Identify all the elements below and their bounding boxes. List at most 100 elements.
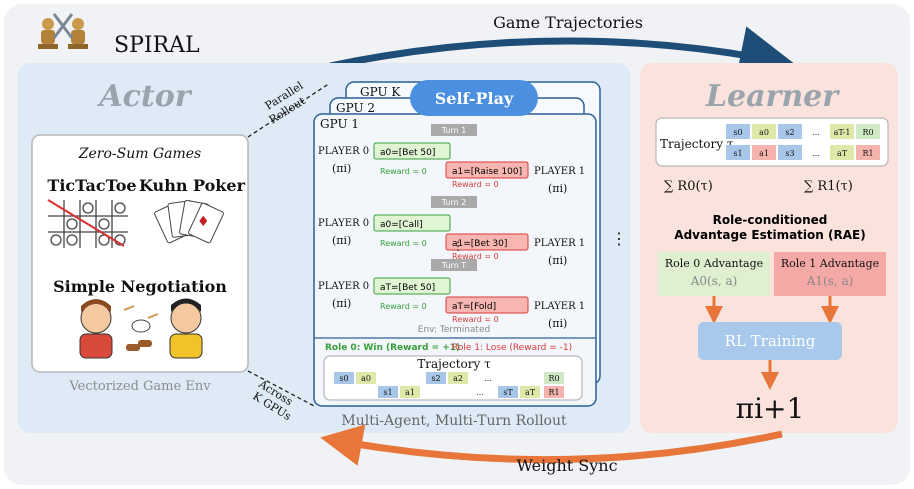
learner-trajectory-label: Trajectory τ (660, 137, 734, 151)
role0-outcome: Role 0: Win (Reward = +1) (325, 343, 460, 353)
player1-action-box (445, 296, 529, 314)
player0-label: PLAYER 0 (318, 218, 369, 229)
rae-line2: Advantage Estimation (RAE) (674, 228, 865, 242)
role1-advantage-expr: A1(s, a) (806, 274, 854, 288)
learner-cell-text: aT (837, 149, 848, 158)
player0-label: PLAYER 0 (318, 281, 369, 292)
player0-reward: Reward = 0 (380, 302, 427, 311)
learner-title: Learner (705, 79, 840, 114)
traj-cell (448, 372, 468, 384)
gpu-2-label: GPU 2 (336, 101, 375, 115)
actor-trajectory-label: Trajectory τ (417, 357, 491, 371)
player1-policy: (πi) (548, 182, 567, 195)
player0-action-box (373, 142, 451, 160)
player1-action-box (445, 161, 529, 179)
player0-action: a0=[Call] (380, 220, 423, 230)
player0-action-box (373, 214, 451, 232)
negotiation-people-icon (79, 298, 203, 359)
player1-reward: Reward = 0 (452, 180, 499, 189)
traj-cell-text: a0 (361, 374, 371, 383)
player0-action-box (373, 277, 451, 295)
player1-reward: Reward = 0 (452, 252, 499, 261)
role1-advantage-box (774, 252, 886, 296)
game-env-panel (31, 134, 249, 373)
turn-ellipsis: ⋮ (452, 239, 464, 253)
turn-2: Turn 2 PLAYER 0 (πi) a0=[Call] Reward = 0 a1=… (318, 196, 585, 267)
traj-cell (378, 386, 398, 398)
env-terminated: Env: Terminated (418, 325, 490, 335)
game-tictactoe: TicTacToe (47, 176, 136, 195)
player0-action: aT=[Bet 50] (380, 283, 435, 293)
role1-advantage-label: Role 1 Advantage (781, 257, 879, 270)
actor-title: Actor (96, 79, 192, 114)
bottom-arrow-label: Weight Sync (516, 456, 617, 475)
rollout-caption: Multi-Agent, Multi-Turn Rollout (341, 413, 567, 429)
learner-cell-text: s1 (733, 149, 742, 158)
learner-cell-text: s3 (785, 149, 794, 158)
self-play-label: Self-Play (435, 89, 514, 108)
env-heading: Zero-Sum Games (78, 146, 201, 162)
gpu-ellipsis: ⋮ (611, 229, 627, 248)
player1-label: PLAYER 1 (534, 166, 585, 177)
across-gpus-connector (247, 370, 317, 408)
player1-policy: (πi) (548, 254, 567, 267)
traj-cell-text: R0 (548, 374, 559, 383)
traj-cell-text: … (476, 388, 484, 397)
brand-name: SPIRAL (114, 33, 200, 58)
learner-cell-text: s2 (785, 128, 794, 137)
player0-reward: Reward = 0 (380, 239, 427, 248)
learner-cell (830, 124, 854, 139)
rl-training-label: RL Training (725, 332, 816, 350)
traj-cell-text: s1 (383, 388, 392, 397)
learner-cell-text: R0 (862, 128, 873, 137)
player1-reward: Reward = 0 (452, 315, 499, 324)
role1-outcome: Role 1: Lose (Reward = -1) (452, 343, 572, 353)
traj-cell (426, 372, 446, 384)
learner-cell-text: s0 (733, 128, 742, 137)
rl-training-box (698, 322, 842, 360)
game-simple-negotiation: Simple Negotiation (53, 277, 227, 296)
learner-cell (830, 145, 854, 160)
weight-sync-arrow (320, 424, 783, 466)
learner-cell-text: … (812, 149, 820, 158)
learner-cell (752, 124, 776, 139)
learner-cell (726, 145, 750, 160)
traj-cell-text: s0 (339, 374, 348, 383)
player0-label: PLAYER 0 (318, 146, 369, 157)
turn-label: Turn 2 (441, 198, 467, 207)
top-arrow-label: Game Trajectories (493, 13, 643, 32)
gpu-k-label: GPU K (360, 85, 401, 99)
player1-action: a1=[Raise 100] (452, 167, 522, 177)
player1-action: a1=[Bet 30] (452, 239, 507, 249)
traj-cell-text: aT (525, 388, 536, 397)
svg-text:♦: ♦ (197, 214, 210, 230)
learner-cell-text: R1 (862, 149, 873, 158)
player0-policy: (πi) (332, 162, 351, 175)
traj-cell-text: … (484, 374, 492, 383)
game-trajectories-arrow (329, 26, 796, 82)
player0-policy: (πi) (332, 234, 351, 247)
learner-cell (726, 124, 750, 139)
traj-cell (498, 386, 518, 398)
traj-cell (544, 372, 564, 384)
learner-cell-text: a0 (759, 128, 769, 137)
traj-cell-text: a1 (405, 388, 415, 397)
role0-advantage-label: Role 0 Advantage (665, 257, 763, 270)
traj-cell (334, 372, 354, 384)
role0-advantage-box (658, 252, 770, 296)
rae-line1: Role-conditioned (713, 213, 828, 227)
tictactoe-board-icon (47, 199, 128, 248)
learner-cell (778, 145, 802, 160)
env-caption: Vectorized Game Env (68, 379, 211, 394)
learner-cell (752, 145, 776, 160)
turn-badge (431, 124, 477, 136)
player1-policy: (πi) (548, 317, 567, 330)
turn-label: Turn T (441, 261, 467, 270)
next-policy: πi+1 (736, 392, 805, 425)
traj-cell-text: s2 (431, 374, 440, 383)
player0-policy: (πi) (332, 297, 351, 310)
learner-cell (778, 124, 802, 139)
